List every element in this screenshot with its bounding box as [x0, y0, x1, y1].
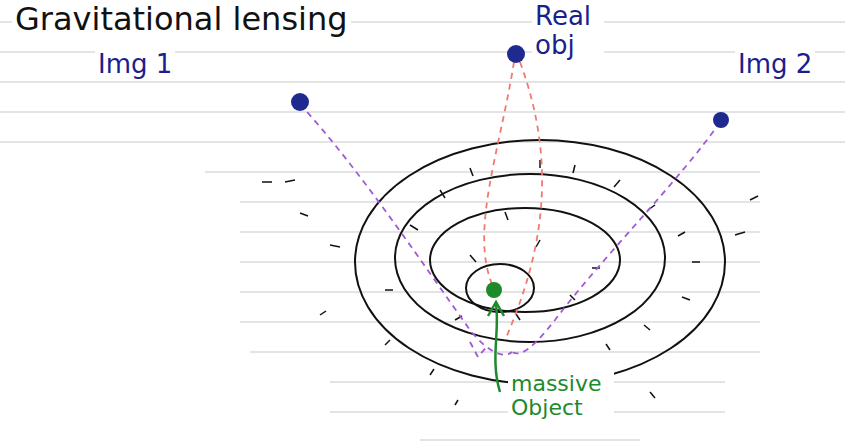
field-ticks: [262, 160, 758, 405]
true-paths: [484, 62, 542, 340]
gravity-contours: [355, 140, 725, 384]
massive-object-dot: [486, 282, 502, 298]
image-label: Img 2: [735, 50, 815, 79]
light-paths: [300, 104, 720, 357]
pointer-arrow: [488, 302, 504, 392]
page-title: Gravitational lensing: [12, 2, 351, 37]
object-label: massive Object: [508, 372, 614, 420]
image-label: Img 1: [95, 50, 175, 79]
light-sources: [291, 45, 729, 128]
notebook-lines: [0, 22, 845, 440]
object-label: Real obj: [532, 2, 604, 59]
